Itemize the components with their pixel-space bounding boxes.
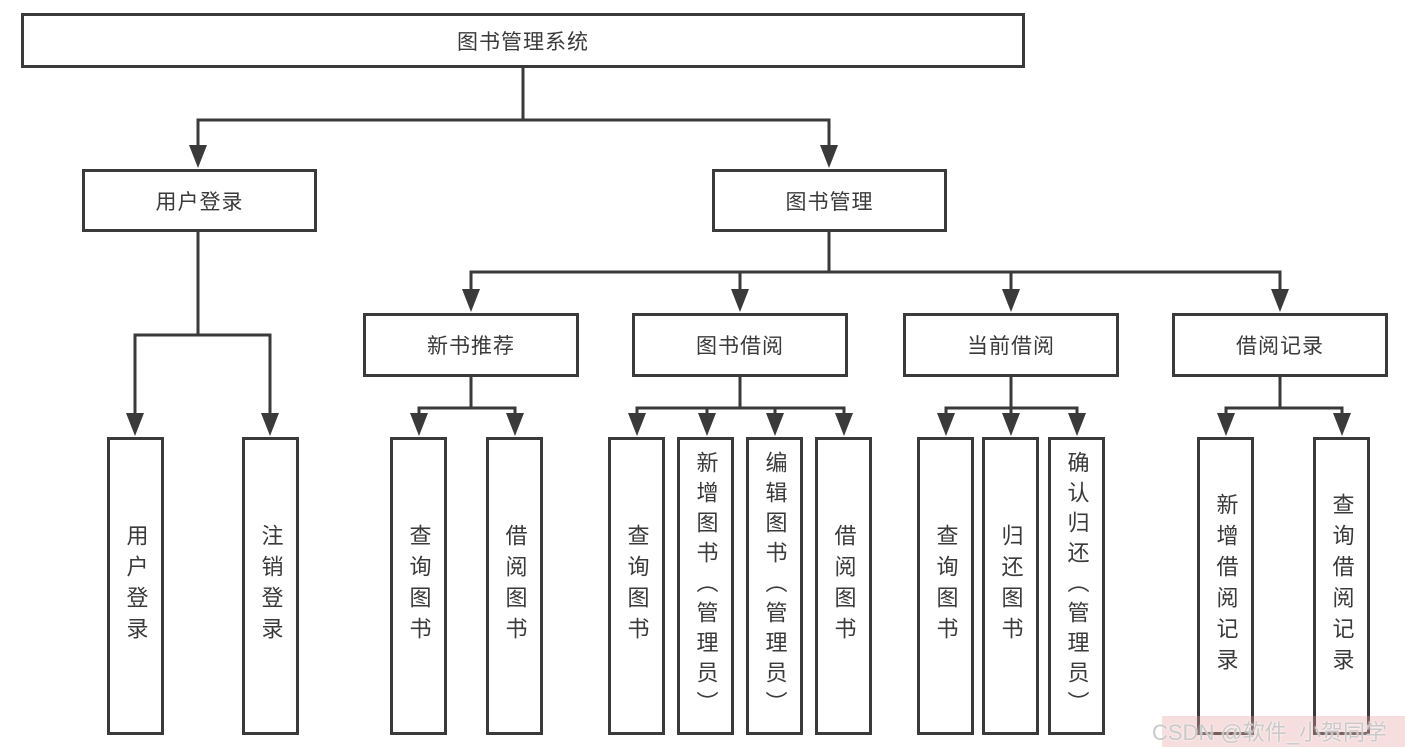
leaf-borrowing-borrow-books: 借阅图书 bbox=[815, 437, 872, 735]
leaf-label: 编辑图书（管理员） bbox=[762, 451, 788, 721]
leaf-query-borrow-record: 查询借阅记录 bbox=[1313, 437, 1370, 735]
leaf-confirm-return-admin: 确认归还（管理员） bbox=[1048, 437, 1105, 735]
node-label: 图书管理系统 bbox=[457, 30, 589, 54]
leaf-borrowing-query-books: 查询图书 bbox=[608, 437, 665, 735]
node-label: 借阅记录 bbox=[1236, 335, 1324, 358]
node-new-book-recommend: 新书推荐 bbox=[363, 313, 579, 377]
node-book-borrowing: 图书借阅 bbox=[632, 313, 848, 377]
leaf-recommend-borrow-books: 借阅图书 bbox=[486, 437, 543, 735]
node-user-login: 用户登录 bbox=[82, 169, 317, 232]
leaf-add-borrow-record: 新增借阅记录 bbox=[1197, 437, 1254, 735]
leaf-label: 查询图书 bbox=[624, 524, 650, 648]
connector-bookmgmt-to-level3 bbox=[469, 232, 1282, 291]
leaf-user-login: 用户登录 bbox=[107, 437, 164, 735]
node-label: 用户登录 bbox=[155, 190, 244, 214]
leaf-edit-books-admin: 编辑图书（管理员） bbox=[746, 437, 803, 735]
leaf-recommend-query-books: 查询图书 bbox=[390, 437, 447, 735]
leaf-label: 查询借阅记录 bbox=[1329, 493, 1355, 679]
node-label: 当前借阅 bbox=[967, 335, 1055, 358]
connector-bookborrow-to-leaves bbox=[635, 377, 846, 415]
node-borrowing-records: 借阅记录 bbox=[1172, 313, 1388, 377]
node-book-management: 图书管理 bbox=[712, 169, 947, 232]
connector-newbook-to-leaves bbox=[417, 377, 517, 415]
leaf-label: 注销登录 bbox=[258, 524, 284, 648]
leaf-return-books: 归还图书 bbox=[982, 437, 1039, 735]
arrowheads-level2 bbox=[189, 145, 838, 168]
connector-currentborrow-to-leaves bbox=[944, 377, 1079, 415]
node-library-management-system: 图书管理系统 bbox=[21, 13, 1025, 68]
leaf-label: 归还图书 bbox=[998, 524, 1024, 648]
connector-root-to-level2 bbox=[196, 68, 831, 147]
leaf-label: 借阅图书 bbox=[831, 524, 857, 648]
watermark-band bbox=[1162, 716, 1405, 747]
leaf-label: 用户登录 bbox=[123, 524, 149, 648]
node-label: 图书管理 bbox=[785, 190, 874, 214]
arrowheads-leaves bbox=[126, 413, 1351, 436]
node-current-borrowing: 当前借阅 bbox=[903, 313, 1119, 377]
leaf-label: 查询图书 bbox=[933, 524, 959, 648]
node-label: 图书借阅 bbox=[696, 335, 784, 358]
connector-userlogin-to-leaves bbox=[133, 232, 272, 414]
leaf-label: 借阅图书 bbox=[502, 524, 528, 648]
arrowheads-level3 bbox=[462, 289, 1289, 312]
leaf-label: 新增借阅记录 bbox=[1213, 493, 1239, 679]
connector-records-to-leaves bbox=[1224, 377, 1344, 415]
leaf-current-query-books: 查询图书 bbox=[917, 437, 974, 735]
leaf-add-books-admin: 新增图书（管理员） bbox=[677, 437, 734, 735]
leaf-label: 新增图书（管理员） bbox=[693, 451, 719, 721]
leaf-logout: 注销登录 bbox=[242, 437, 299, 735]
node-label: 新书推荐 bbox=[427, 335, 515, 358]
leaf-label: 查询图书 bbox=[406, 524, 432, 648]
watermark-text: CSDN @软件_小贺同学 bbox=[1152, 720, 1388, 745]
leaf-label: 确认归还（管理员） bbox=[1064, 451, 1090, 721]
